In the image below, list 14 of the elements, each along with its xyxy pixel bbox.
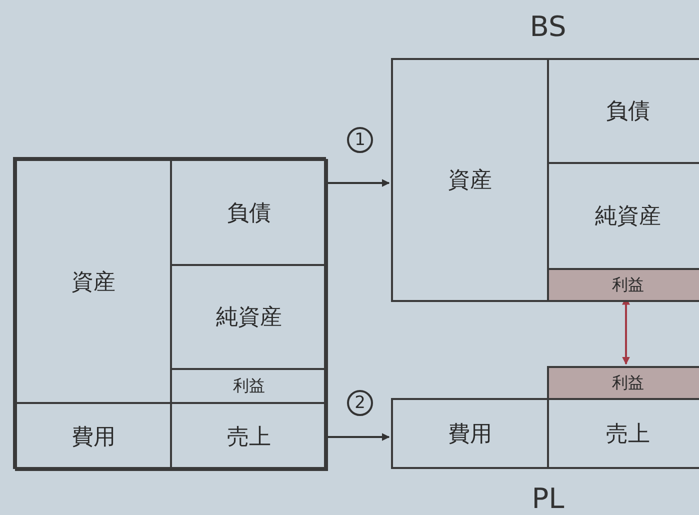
table-cell: 負債 <box>170 159 328 266</box>
table-cell: 資産 <box>15 159 172 404</box>
table-title: BS <box>528 10 568 44</box>
table-cell: 売上 <box>170 402 328 471</box>
callout-number: 1 <box>347 127 373 153</box>
callout-number: 2 <box>347 390 373 416</box>
table-cell: 利益 <box>547 366 699 400</box>
arrow <box>328 179 390 187</box>
table <box>13 157 326 469</box>
table-cell: 費用 <box>391 398 549 469</box>
table-cell: 利益 <box>547 268 699 302</box>
arrow <box>328 433 390 441</box>
table-title: PL <box>530 482 566 515</box>
table-cell: 費用 <box>15 402 172 471</box>
